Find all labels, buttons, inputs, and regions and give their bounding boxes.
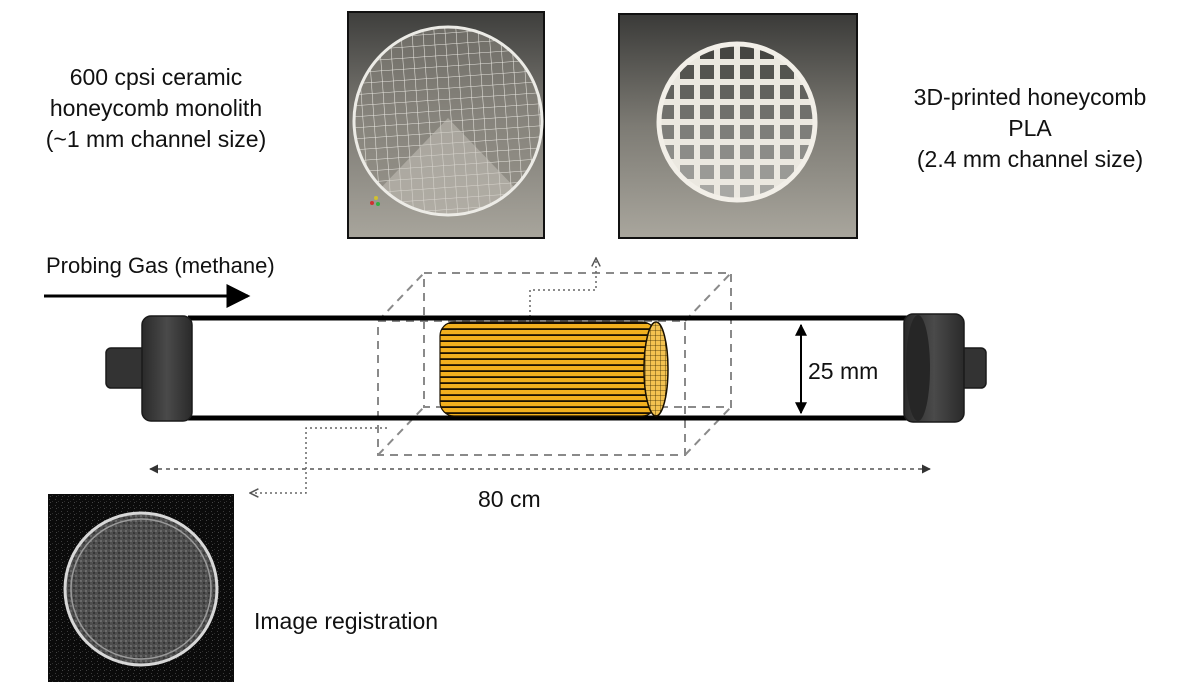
label-ceramic-line3: (~1 mm channel size) <box>45 126 267 152</box>
image-registration-scan <box>48 494 234 682</box>
connector-to-photo <box>529 258 596 322</box>
label-printed-line2: PLA <box>1008 115 1052 141</box>
pla-cell <box>700 85 714 99</box>
label-ceramic-monolith: 600 cpsi ceramic honeycomb monolith (~1 … <box>0 62 312 155</box>
pla-cell <box>700 125 714 139</box>
end-cap-left <box>105 315 193 422</box>
pla-cell <box>700 105 714 119</box>
pla-cell <box>760 65 774 79</box>
pla-cell <box>740 165 754 179</box>
pla-cell <box>740 45 754 59</box>
pla-cell <box>740 145 754 159</box>
label-probing-gas: Probing Gas (methane) <box>46 253 275 278</box>
pla-cell <box>720 165 734 179</box>
pla-cell <box>740 85 754 99</box>
pla-cell <box>700 65 714 79</box>
label-ceramic-line1: 600 cpsi ceramic <box>69 64 243 90</box>
end-cap-right <box>903 313 987 423</box>
pla-cell <box>720 65 734 79</box>
label-diameter: 25 mm <box>808 358 879 384</box>
pla-cell <box>760 105 774 119</box>
pla-cell <box>720 185 734 199</box>
pla-cell <box>700 165 714 179</box>
connector-to-registration <box>250 427 387 493</box>
pla-cell <box>780 105 794 119</box>
pla-cell <box>760 125 774 139</box>
pla-cell <box>800 105 814 119</box>
pla-cell <box>760 145 774 159</box>
label-printed-honeycomb: 3D-printed honeycomb PLA (2.4 mm channel… <box>880 82 1180 175</box>
photo-ceramic-monolith <box>347 11 545 239</box>
label-image-registration: Image registration <box>254 608 439 634</box>
pla-cell <box>780 125 794 139</box>
pla-cell <box>760 165 774 179</box>
label-ceramic-line2: honeycomb monolith <box>49 95 263 121</box>
pla-cell <box>720 45 734 59</box>
pla-cell <box>720 105 734 119</box>
pla-cell <box>680 145 694 159</box>
pla-cell <box>740 185 754 199</box>
pla-cell <box>780 85 794 99</box>
label-printed-line1: 3D-printed honeycomb <box>913 84 1147 110</box>
pla-cell <box>720 145 734 159</box>
label-length: 80 cm <box>478 486 541 512</box>
pla-cell <box>720 125 734 139</box>
honeycomb-monolith <box>439 321 669 417</box>
pla-cell <box>800 125 814 139</box>
pla-cell <box>760 85 774 99</box>
pla-cell <box>700 145 714 159</box>
pla-cell <box>740 105 754 119</box>
pla-cell <box>660 105 674 119</box>
pla-cell <box>680 85 694 99</box>
pla-cell <box>780 145 794 159</box>
pla-cell <box>740 65 754 79</box>
pla-cell <box>720 85 734 99</box>
pla-cell <box>660 125 674 139</box>
label-printed-line3: (2.4 mm channel size) <box>916 146 1144 172</box>
reactor-tube <box>188 315 912 421</box>
pla-cell <box>680 125 694 139</box>
pla-cell <box>740 125 754 139</box>
pla-cell <box>680 105 694 119</box>
photo-pla-honeycomb <box>618 13 858 239</box>
